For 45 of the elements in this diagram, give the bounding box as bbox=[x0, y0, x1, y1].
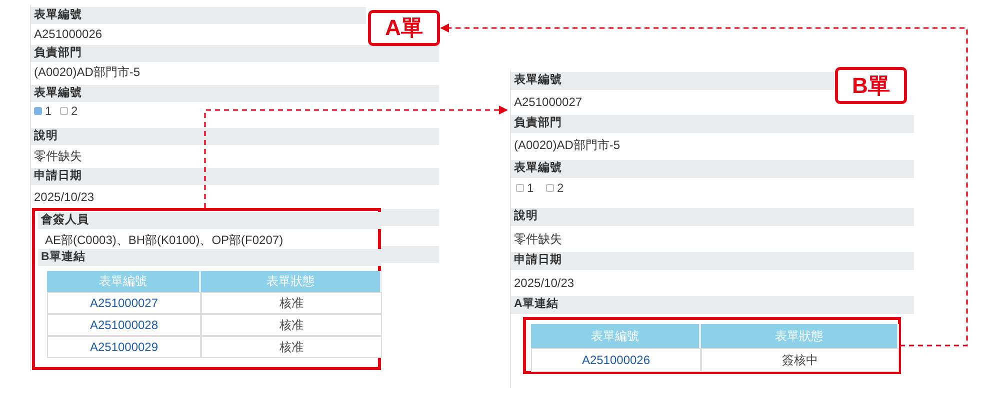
highlight-box bbox=[523, 317, 901, 374]
field-value: A251000027 bbox=[513, 94, 584, 111]
table-header-cell: 表單編號 bbox=[47, 271, 201, 292]
record-link: A251000029 bbox=[90, 340, 158, 354]
table-cell: 核准 bbox=[201, 314, 382, 336]
arrow bbox=[440, 24, 968, 346]
field-label: 表單編號 bbox=[31, 85, 439, 102]
table-header-cell: 表單編號 bbox=[531, 324, 701, 348]
field-value: (A0020)AD部門市-5 bbox=[33, 64, 142, 81]
field-label: 會簽人員 bbox=[38, 212, 381, 229]
field-label: 申請日期 bbox=[511, 252, 914, 270]
field-value: 2025/10/23 bbox=[513, 275, 576, 292]
form-tag: A單 bbox=[368, 10, 440, 46]
field-label: 表單編號 bbox=[511, 72, 834, 90]
checkbox-label: 1 bbox=[527, 181, 534, 195]
record-link: A251000027 bbox=[90, 296, 158, 310]
table-cell: 核准 bbox=[201, 336, 382, 358]
field-value: 2025/10/23 bbox=[33, 189, 96, 206]
field-label: 申請日期 bbox=[31, 168, 439, 185]
table-cell: 核准 bbox=[201, 292, 382, 314]
checkbox-label: 2 bbox=[557, 181, 564, 195]
table-header-cell: 表單狀態 bbox=[701, 324, 899, 348]
field-label: A單連結 bbox=[511, 296, 914, 314]
form-panel bbox=[30, 5, 441, 371]
field-label: 表單編號 bbox=[511, 160, 914, 178]
arrow bbox=[204, 106, 508, 208]
field-label: 說明 bbox=[31, 128, 439, 145]
field-label: 說明 bbox=[511, 208, 914, 226]
checkbox-label: 2 bbox=[71, 104, 78, 118]
record-link: A251000028 bbox=[90, 318, 158, 332]
field-value: 零件缺失 bbox=[513, 231, 563, 248]
field-label: 負責部門 bbox=[31, 45, 439, 62]
field-value: 零件缺失 bbox=[33, 148, 83, 165]
field-value: A251000026 bbox=[33, 26, 104, 43]
table-cell: 簽核中 bbox=[701, 348, 899, 372]
record-link: A251000026 bbox=[582, 353, 650, 367]
field-value: (A0020)AD部門市-5 bbox=[513, 137, 622, 154]
checkbox-label: 1 bbox=[45, 104, 52, 118]
form-tag: B單 bbox=[835, 67, 907, 104]
field-label: 負責部門 bbox=[511, 115, 914, 133]
highlight-box bbox=[32, 208, 381, 370]
field-label: B單連結 bbox=[38, 249, 381, 266]
field-value: AE部(C0003)、BH部(K0100)、OP部(F0207) bbox=[44, 232, 284, 249]
field-label: 表單編號 bbox=[31, 7, 366, 24]
table-header-cell: 表單狀態 bbox=[201, 271, 382, 292]
